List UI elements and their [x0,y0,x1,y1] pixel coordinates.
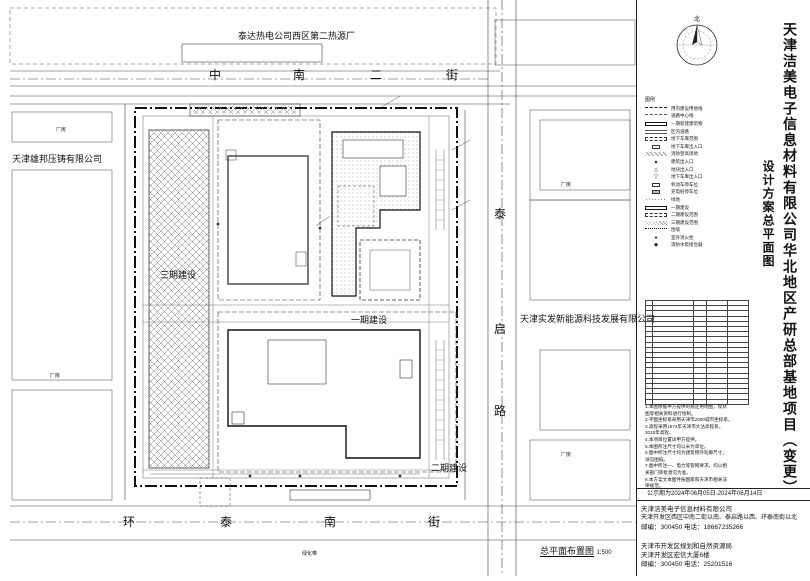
legend-item: 绿地 [645,196,751,204]
factory-label-d: 厂房 [561,452,572,458]
top-building-label: 泰达热电公司西区第二热源厂 [238,31,356,41]
north-label: 北 [694,17,701,23]
legend-item: 一期新建建筑物 [645,120,751,128]
authority-name: 天津市开发区规划和自然资源局 [641,543,732,550]
project-title: 天津洁美电子信息材料有限公司华北地区产研总部基地项目（变更） [782,22,798,496]
road-south-char-2: 泰 [220,515,233,529]
east-neighbor-label: 天津实发新能源科技发展有限公司 [520,314,656,324]
note-line: 1.本图依据甲方提供的规定用地图，现状 [645,404,727,409]
note-line: 律规范。 [645,483,664,489]
phase1-label: 一期建设 [351,315,388,325]
title-panel: 北 天津洁美电子信息材料有限公司华北地区产研总部基地项目（变更） 设计方案总平面… [636,0,810,576]
legend-item: ▽地下车库出入口 [654,174,703,181]
note-line: 关部门审批意见为准。 [645,469,691,475]
legend-header: 图例 [645,97,656,103]
road-east-char-2: 启 [494,322,507,336]
legend-item: 地下车库范围 [645,135,751,143]
authority-address: 天津开发区宏信大厦6楼 [641,552,710,559]
legend-item: 用内建设用地线 [645,105,751,113]
note-line: 5.本图所注尺寸均以米为单位。 [645,443,709,449]
legend-item: 区内道路 [645,128,751,136]
drawing-title: 总平面布置图 [540,546,595,557]
builder-contact: 邮编：300450 电话：18667235266 [641,524,744,531]
legend-item: 二期建设范围 [645,211,751,219]
authority-info: 天津市开发区规划和自然资源局 天津开发区宏信大厦6楼 邮编：300450 电话：… [641,542,732,569]
greenbelt-label: 绿化带 [302,551,318,557]
road-east-char-3: 路 [494,404,507,418]
road-north-char-3: 二 [370,68,383,82]
legend-item: ▲建筑出入口 [653,158,694,165]
legend-item: 充电桩停车位 [645,189,751,197]
note-line: 2.平面坐标系采用天津市2000城市坐标系。 [645,417,733,423]
north-arrow: 北 [667,12,727,72]
legend-item: △地块出入口 [654,166,694,173]
factory-label-a: 厂房 [56,127,67,133]
site-plan-drawing [9,0,636,576]
notes: 1.本图依据甲方提供的规定用地图，现状 图等相关资料进行绘制。 2.平面坐标系采… [645,404,733,490]
legend-item: 机动车停车位 [645,181,751,189]
note-line: 6.图中所注尺寸均为建筑物外轮廓尺寸， [645,450,727,456]
note-line: 7.图中所注一、电力等管网要求，均以相 [645,463,727,469]
legend-item: 三期建设范围 [645,219,751,227]
factory-label-b: 厂房 [50,373,61,379]
factory-label-c: 厂房 [561,182,572,188]
note-line: 8.本方案文本图件按国家和天津市相关法 [645,476,727,482]
road-east-char-1: 泰 [494,207,507,221]
road-north-char-1: 中 [209,68,222,82]
builder-name: 天津洁美电子信息材料有限公司 [641,506,732,513]
west-neighbor-label: 天津雄邦压铸有限公司 [12,154,103,164]
road-south-char-4: 街 [428,515,441,529]
note-line: 详见图纸。 [645,456,668,462]
legend-item: 消防登高场地 [645,151,751,159]
road-north-char-2: 南 [293,68,306,82]
builder-address: 天津开发区西区中南二街以南、泰启路以西、环泰南街以北 [641,515,798,521]
north-arrow-icon [676,24,718,66]
legend: 图例 用内建设用地线 道路中心线 一期新建建筑物 区内道路 地下车库范围 地下车… [645,96,751,249]
road-south-char-1: 环 [123,515,136,529]
metrics-table [645,299,749,405]
builder-info: 天津洁美电子信息材料有限公司 天津开发区西区中南二街以南、泰启路以西、环泰南街以… [641,505,797,532]
drawing-title-group: 总平面布置图 1:500 [540,544,612,557]
publicity-bar: 公示期为2024年06月05日-2024年06月14日 [637,488,810,501]
legend-item: 地下车库出入口 [645,143,751,151]
note-line: 2015年高程。 [645,430,674,436]
legend-item: ◆消防水泵接合器 [654,242,703,249]
drawing-scale: 1:500 [596,550,612,556]
legend-item: ●室外消火栓 [654,234,694,241]
legend-item: 一期建设 [645,204,751,212]
road-south-char-3: 南 [324,515,337,529]
legend-item: 道路中心线 [645,113,751,121]
phase2-label: 二期建设 [431,463,468,473]
road-lines [10,0,636,576]
publicity-period: 公示期为2024年06月05日-2024年06月14日 [647,491,763,497]
phase3-label: 三期建设 [160,270,197,280]
authority-contact: 邮编：300450 电话：25201516 [641,561,733,568]
site-plan: 泰达热电公司西区第二热源厂 中 南 二 街 环 泰 南 街 泰 启 路 天津雄邦… [9,0,655,576]
legend-item: 围墙 [645,227,751,235]
road-north-char-4: 街 [446,68,459,82]
note-line: 3.高程采用1972年天津市大沽高程系， [645,423,724,429]
note-line: 图等相关资料进行绘制。 [645,410,696,416]
drawing-subtitle: 设计方案总平面图 [761,160,775,268]
note-line: 4.本项目位置详甲方提供。 [645,436,700,442]
